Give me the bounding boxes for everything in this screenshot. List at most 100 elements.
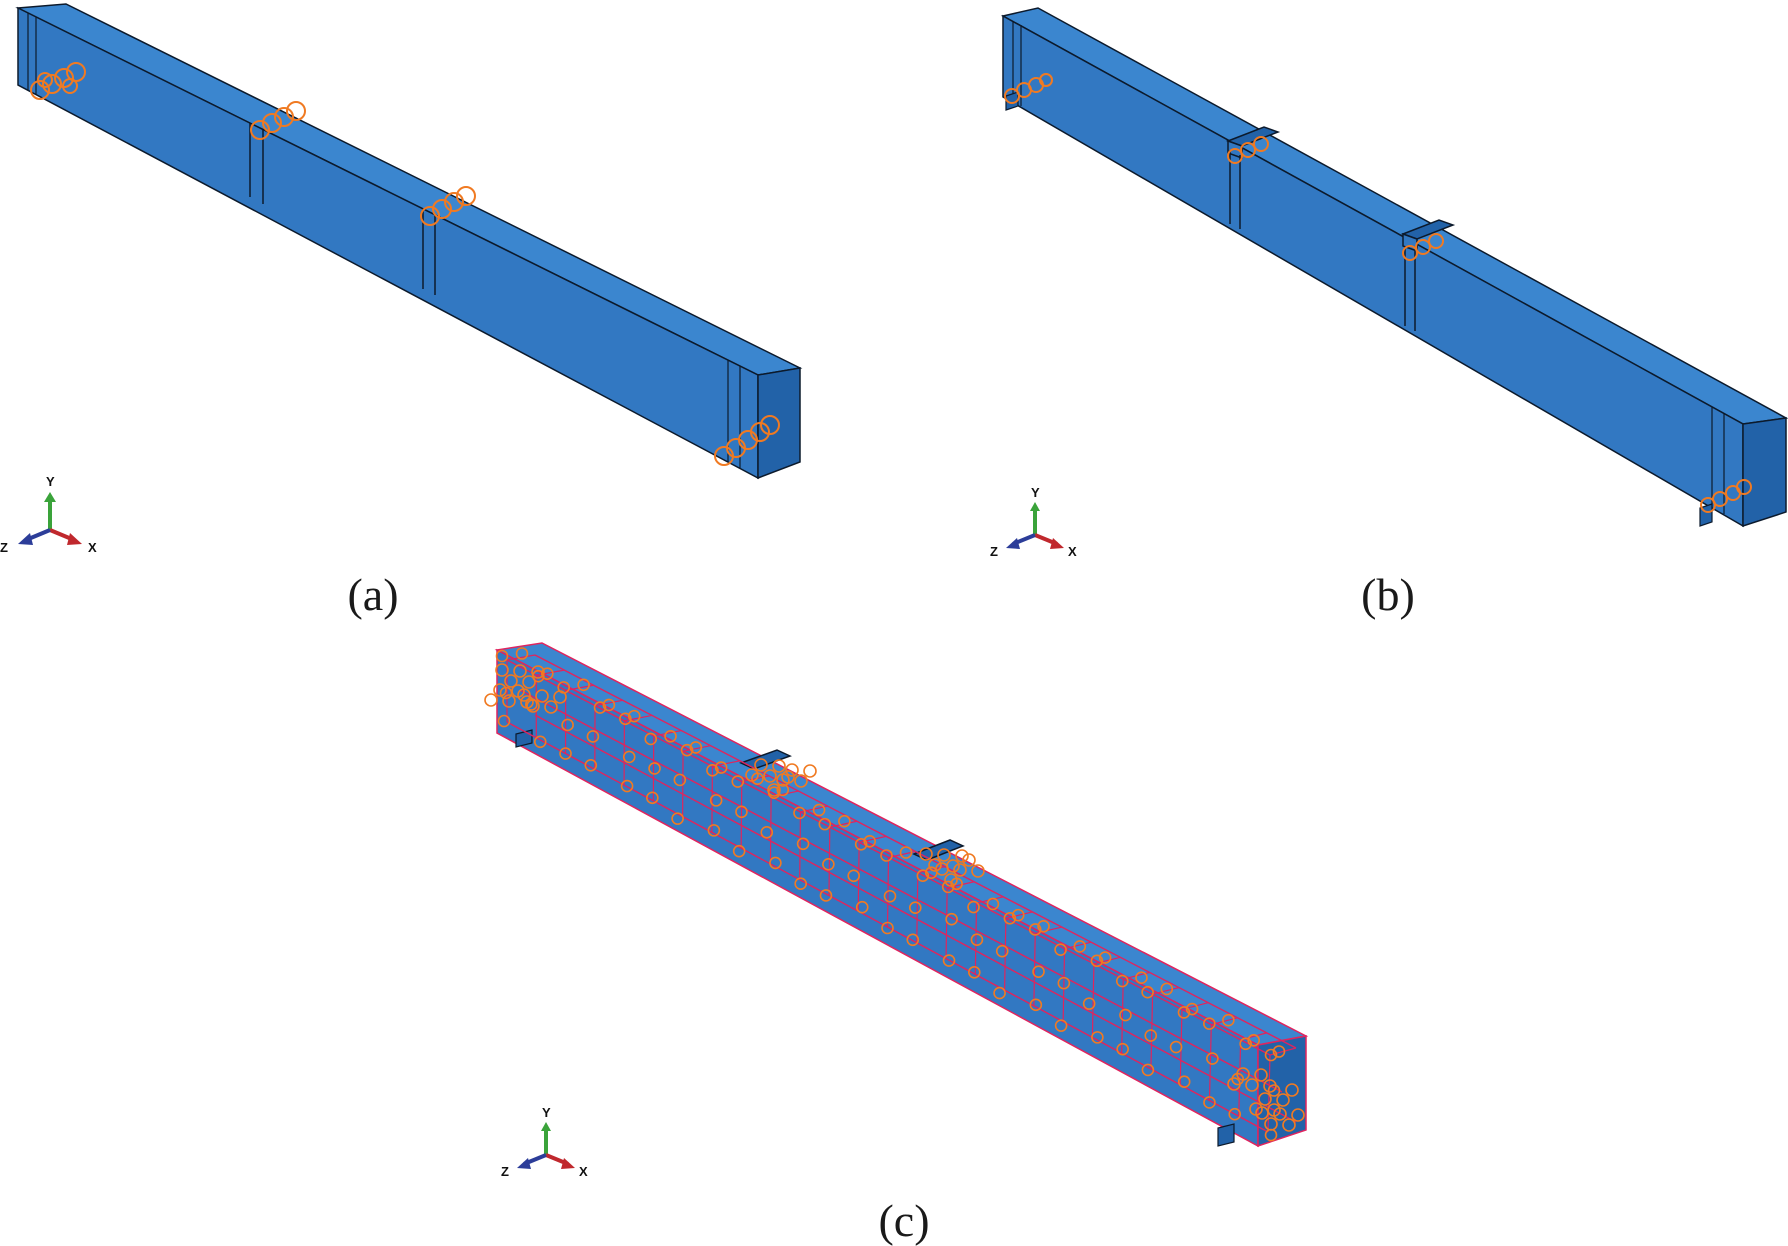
stirrup-leg [1005,911,1033,919]
constraint-marker [515,647,529,660]
constraint-marker [627,709,641,723]
constraint-marker [673,773,687,787]
constraint-marker [1415,239,1431,255]
stirrup-leg [712,760,741,767]
constraint-marker [1037,919,1050,933]
constraint-marker [822,857,835,871]
constraint-marker [899,846,913,859]
x-axis-arrowhead [561,1158,575,1169]
constraint-marker [561,718,574,732]
constraint-marker [1222,1013,1235,1027]
constraint-marker [760,826,774,839]
constraint-marker [1135,971,1148,985]
stirrup-leg [1033,933,1036,1006]
constraint-marker [745,768,759,782]
constraint-marker [986,897,1000,911]
constraint-marker [919,847,933,861]
constraint-marker [671,812,684,825]
constraint-marker [522,675,536,689]
constraint-marker [1227,1077,1241,1091]
axis-triad-b: Y X Z [990,485,1077,559]
beam-a-side-face [17,6,759,480]
constraint-marker [1032,965,1045,978]
constraint-marker [760,415,780,435]
constraint-marker [1054,943,1067,956]
constraint-marker [955,849,969,863]
constraint-marker [1073,940,1087,953]
constraint-marker [1282,1118,1296,1132]
constraint-marker [776,783,790,797]
constraint-marker [847,869,860,883]
constraint-marker [1003,911,1017,925]
constraint-marker [1267,1084,1281,1097]
constraint-marker [1227,148,1243,164]
constraint-marker [1057,976,1071,990]
constraint-marker [1264,1048,1278,1062]
constraint-marker [533,735,547,749]
constraint-marker [995,944,1009,958]
stirrup-leg [711,766,714,833]
constraint-marker [750,422,770,442]
panel-c-caption: (c) [878,1195,929,1246]
constraint-marker [620,779,634,793]
constraint-marker [680,743,694,757]
constraint-marker [1736,479,1752,495]
y-axis-label: Y [542,1105,551,1120]
constraint-marker [1029,998,1043,1012]
stirrup-leg [682,745,711,752]
constraint-marker [881,921,894,935]
y-axis-label: Y [46,474,55,489]
constraint-marker [883,889,897,903]
z-axis-arrowhead [517,1158,531,1169]
constraint-marker [286,101,306,121]
constraint-marker [1011,908,1025,922]
constraint-marker [484,693,498,707]
stirrup-leg [740,781,743,849]
constraint-marker [971,864,985,878]
constraint-marker [1185,1002,1199,1016]
constraint-marker [456,186,476,206]
longitudinal-rebar [534,714,1297,1123]
longitudinal-rebar [519,689,1283,1093]
constraint-marker [1258,1092,1272,1106]
z-axis-arrowhead [18,533,33,545]
y-axis-arrowhead [44,492,56,502]
panel-b-caption: (b) [1361,569,1415,620]
beam-b-top-face [1000,7,1788,425]
constraint-marker [1285,1083,1299,1097]
constraint-marker [793,806,806,820]
stirrup-leg [1150,994,1154,1069]
constraint-marker [250,120,270,140]
constraint-marker [785,763,799,777]
constraint-marker [1291,1108,1305,1122]
constraint-marker [754,758,768,772]
constraint-marker [732,844,746,858]
constraint-marker [970,933,984,946]
constraint-marker [30,80,50,100]
stirrup-leg [1064,941,1092,950]
constraint-marker [772,759,786,773]
constraint-marker [1228,1107,1242,1121]
constraint-marker [1273,1107,1287,1121]
constraint-marker [1039,73,1053,87]
constraint-marker [432,199,452,219]
constraint-marker [577,678,590,692]
constraint-marker [1119,1008,1132,1022]
constraint-marker [495,649,509,663]
constraint-marker [1245,1078,1259,1092]
stirrup-leg [916,872,919,943]
stirrup-leg [1062,948,1066,1022]
constraint-marker [776,773,790,787]
constraint-marker [619,712,632,726]
constraint-markers-a [30,62,780,466]
constraint-marker [794,774,808,788]
constraint-marker [763,769,777,783]
constraint-marker [967,900,980,914]
beam-a [15,3,803,480]
panel-a-caption: (a) [347,569,398,620]
constraint-marker [495,663,509,677]
constraint-marker [1090,954,1104,968]
constraint-marker [1169,1040,1183,1054]
constraint-marker [937,848,951,862]
axis-triad-c: Y X Z [501,1105,588,1179]
